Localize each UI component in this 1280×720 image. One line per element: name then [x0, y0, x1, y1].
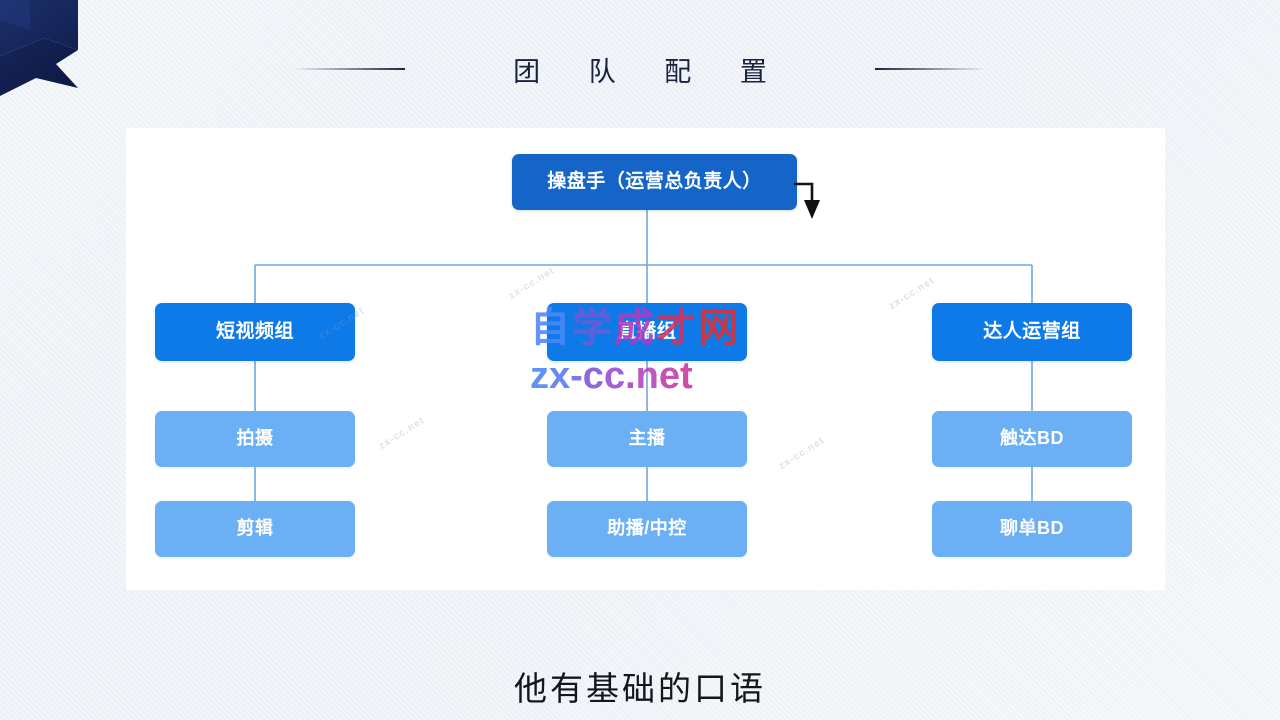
tile-watermark: zx-cc.net	[777, 435, 827, 472]
org-node-group-short-video[interactable]: 短视频组	[155, 303, 355, 361]
down-arrow-pointer-icon	[794, 182, 820, 219]
org-node-root[interactable]: 操盘手（运营总负责人）	[512, 154, 797, 210]
org-node-role-editing[interactable]: 剪辑	[155, 501, 355, 557]
tile-watermark: zx-cc.net	[887, 275, 937, 312]
title-rule-left	[295, 68, 406, 70]
corner-ribbon-decoration	[0, 0, 78, 96]
org-node-role-assistant-host[interactable]: 助播/中控	[547, 501, 747, 557]
page-title: 团 队 配 置	[513, 56, 787, 88]
org-node-group-kol-operations[interactable]: 达人运营组	[932, 303, 1132, 361]
title-rule-right	[874, 68, 985, 70]
org-node-role-chat-bd[interactable]: 聊单BD	[932, 501, 1132, 557]
slide-caption: 他有基础的口语	[514, 669, 766, 708]
org-node-role-outreach-bd[interactable]: 触达BD	[932, 411, 1132, 467]
tile-watermark: zx-cc.net	[507, 265, 557, 302]
org-chart: zx-cc.net zx-cc.net zx-cc.net zx-cc.net …	[126, 128, 1165, 590]
content-card: zx-cc.net zx-cc.net zx-cc.net zx-cc.net …	[126, 128, 1165, 590]
org-node-role-filming[interactable]: 拍摄	[155, 411, 355, 467]
org-node-group-live-stream[interactable]: 直播组	[547, 303, 747, 361]
title-row: 团 队 配 置	[0, 44, 1280, 94]
tile-watermark: zx-cc.net	[377, 415, 427, 452]
org-node-role-host[interactable]: 主播	[547, 411, 747, 467]
